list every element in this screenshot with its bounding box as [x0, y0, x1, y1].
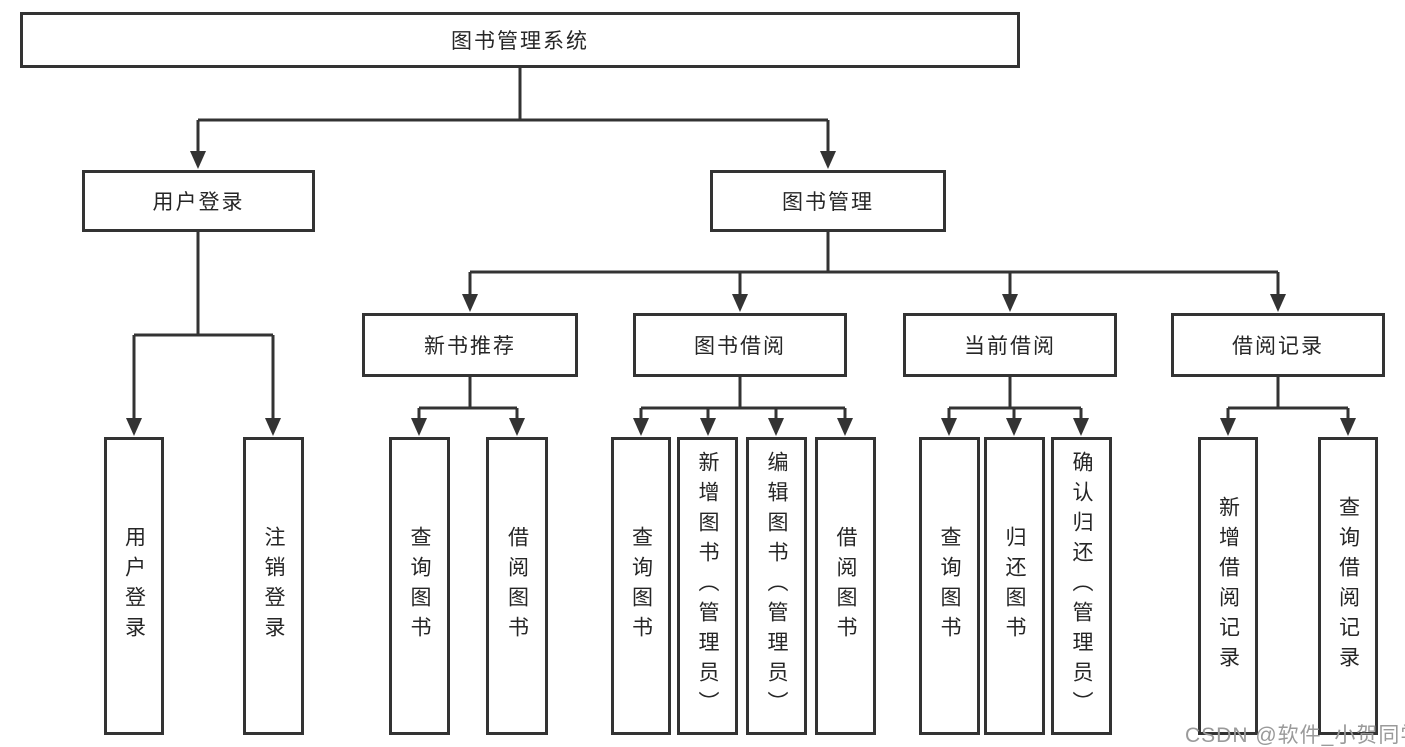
node-current-borrow-label: 当前借阅 [964, 335, 1056, 358]
leaf-query-borrow-record: 查询借阅记录 [1318, 437, 1378, 735]
leaf-query-books-current: 查询图书 [919, 437, 980, 735]
leaf-query-books-borrow-label: 查询图书 [629, 526, 653, 646]
leaf-edit-books-admin: 编辑图书（管理员） [746, 437, 807, 735]
leaf-confirm-return-admin-label: 确认归还（管理员） [1070, 451, 1093, 721]
leaf-query-borrow-record-label: 查询借阅记录 [1336, 496, 1360, 676]
leaf-logout-login-label: 注销登录 [262, 526, 285, 646]
node-new-book-recommend-label: 新书推荐 [424, 335, 516, 358]
leaf-add-books-admin: 新增图书（管理员） [677, 437, 738, 735]
leaf-return-books-label: 归还图书 [1003, 526, 1026, 646]
node-root-label: 图书管理系统 [451, 30, 589, 53]
leaf-query-books-borrow: 查询图书 [611, 437, 671, 735]
node-book-management: 图书管理 [710, 170, 946, 232]
leaf-user-login: 用户登录 [104, 437, 164, 735]
leaf-query-books-recommend-label: 查询图书 [408, 526, 431, 646]
leaf-edit-books-admin-label: 编辑图书（管理员） [765, 451, 788, 721]
node-user-login-label: 用户登录 [152, 191, 245, 214]
node-borrow-records: 借阅记录 [1171, 313, 1385, 377]
leaf-borrow-books-borrow-label: 借阅图书 [834, 526, 857, 646]
leaf-borrow-books-borrow: 借阅图书 [815, 437, 876, 735]
node-new-book-recommend: 新书推荐 [362, 313, 578, 377]
node-book-borrow: 图书借阅 [633, 313, 847, 377]
leaf-add-books-admin-label: 新增图书（管理员） [696, 451, 719, 721]
node-book-management-label: 图书管理 [782, 191, 874, 214]
leaf-add-borrow-record: 新增借阅记录 [1198, 437, 1258, 735]
leaf-borrow-books-recommend: 借阅图书 [486, 437, 548, 735]
leaf-return-books: 归还图书 [984, 437, 1045, 735]
node-borrow-records-label: 借阅记录 [1232, 335, 1324, 358]
csdn-watermark: CSDN @软件_小贺同学 [1185, 724, 1405, 747]
node-current-borrow: 当前借阅 [903, 313, 1117, 377]
leaf-query-books-recommend: 查询图书 [389, 437, 450, 735]
leaf-add-borrow-record-label: 新增借阅记录 [1216, 496, 1240, 676]
leaf-query-books-current-label: 查询图书 [938, 526, 961, 646]
leaf-logout-login: 注销登录 [243, 437, 304, 735]
leaf-user-login-label: 用户登录 [122, 526, 146, 646]
leaf-borrow-books-recommend-label: 借阅图书 [505, 526, 529, 646]
leaf-confirm-return-admin: 确认归还（管理员） [1051, 437, 1112, 735]
node-user-login: 用户登录 [82, 170, 315, 232]
node-book-borrow-label: 图书借阅 [694, 335, 786, 358]
node-root: 图书管理系统 [20, 12, 1020, 68]
